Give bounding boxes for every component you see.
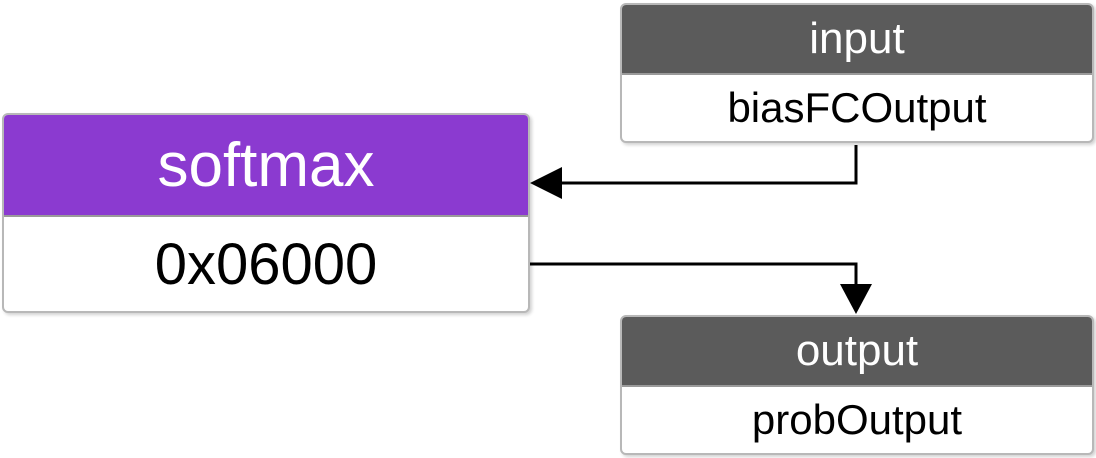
edge-softmax-to-output bbox=[528, 262, 858, 286]
input-node-value: biasFCOutput bbox=[727, 84, 987, 131]
output-node-header: output bbox=[622, 317, 1092, 387]
arrowhead-down-icon bbox=[840, 284, 872, 314]
softmax-node[interactable]: softmax 0x06000 bbox=[2, 113, 530, 313]
softmax-node-header: softmax bbox=[4, 115, 528, 217]
output-node-value: probOutput bbox=[751, 396, 963, 443]
edge-input-to-softmax bbox=[560, 145, 858, 185]
input-node-header: input bbox=[622, 5, 1092, 75]
input-node[interactable]: input biasFCOutput bbox=[620, 3, 1094, 143]
output-node[interactable]: output probOutput bbox=[620, 315, 1094, 455]
arrowhead-left-icon bbox=[530, 167, 562, 199]
softmax-node-value: 0x06000 bbox=[154, 231, 378, 297]
